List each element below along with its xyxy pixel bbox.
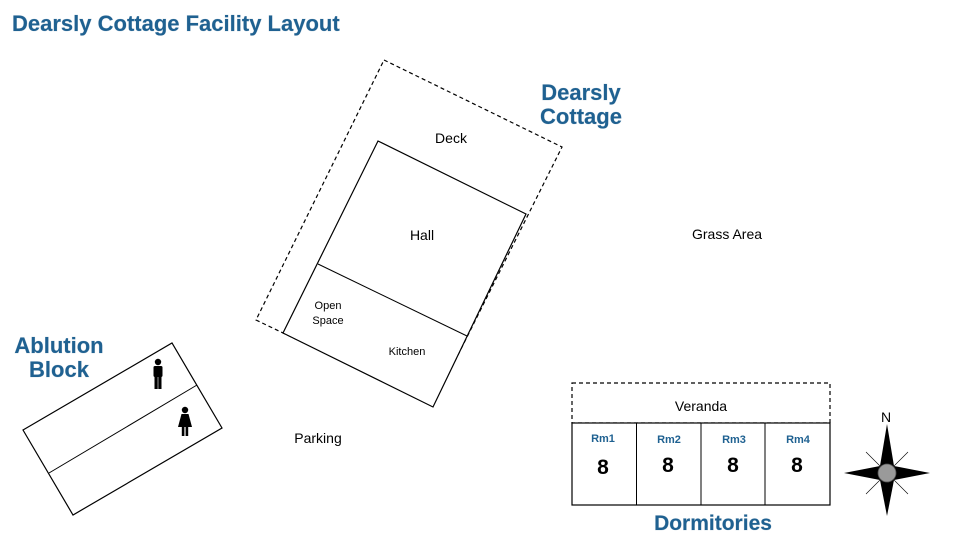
cottage-building <box>282 140 527 408</box>
ablution-divider <box>48 384 198 474</box>
room-label-rm1: Rm1 <box>591 433 615 445</box>
ablution-heading-line2: Block <box>29 357 90 382</box>
room-label-rm4: Rm4 <box>786 434 811 446</box>
kitchen-label: Kitchen <box>389 346 426 358</box>
room-capacity-rm2: 8 <box>662 454 674 477</box>
hall-label: Hall <box>410 227 434 243</box>
room-label-rm3: Rm3 <box>722 434 746 446</box>
male-toilet-icon <box>153 358 163 389</box>
compass-rose-icon <box>844 424 930 516</box>
ablution-heading-line1: Ablution <box>14 333 103 358</box>
cottage-heading-line2: Cottage <box>540 104 622 129</box>
veranda-label: Veranda <box>675 398 727 414</box>
room-capacity-rm4: 8 <box>791 454 803 477</box>
open-space-label-line2: Space <box>312 315 343 327</box>
page-title: Dearsly Cottage Facility Layout <box>12 11 340 36</box>
compass-north-label: N <box>881 409 891 425</box>
room-capacity-rm1: 8 <box>597 456 609 479</box>
deck-label: Deck <box>435 130 468 146</box>
room-label-rm2: Rm2 <box>657 434 681 446</box>
hall-kitchen-divider <box>317 263 468 337</box>
parking-label: Parking <box>294 430 341 446</box>
grass-area-label: Grass Area <box>692 226 762 242</box>
room-capacity-rm3: 8 <box>727 454 739 477</box>
open-space-label-line1: Open <box>315 300 342 312</box>
female-toilet-icon <box>178 406 192 436</box>
cottage-heading-line1: Dearsly <box>541 80 621 105</box>
dormitories-heading: Dormitories <box>654 512 772 535</box>
